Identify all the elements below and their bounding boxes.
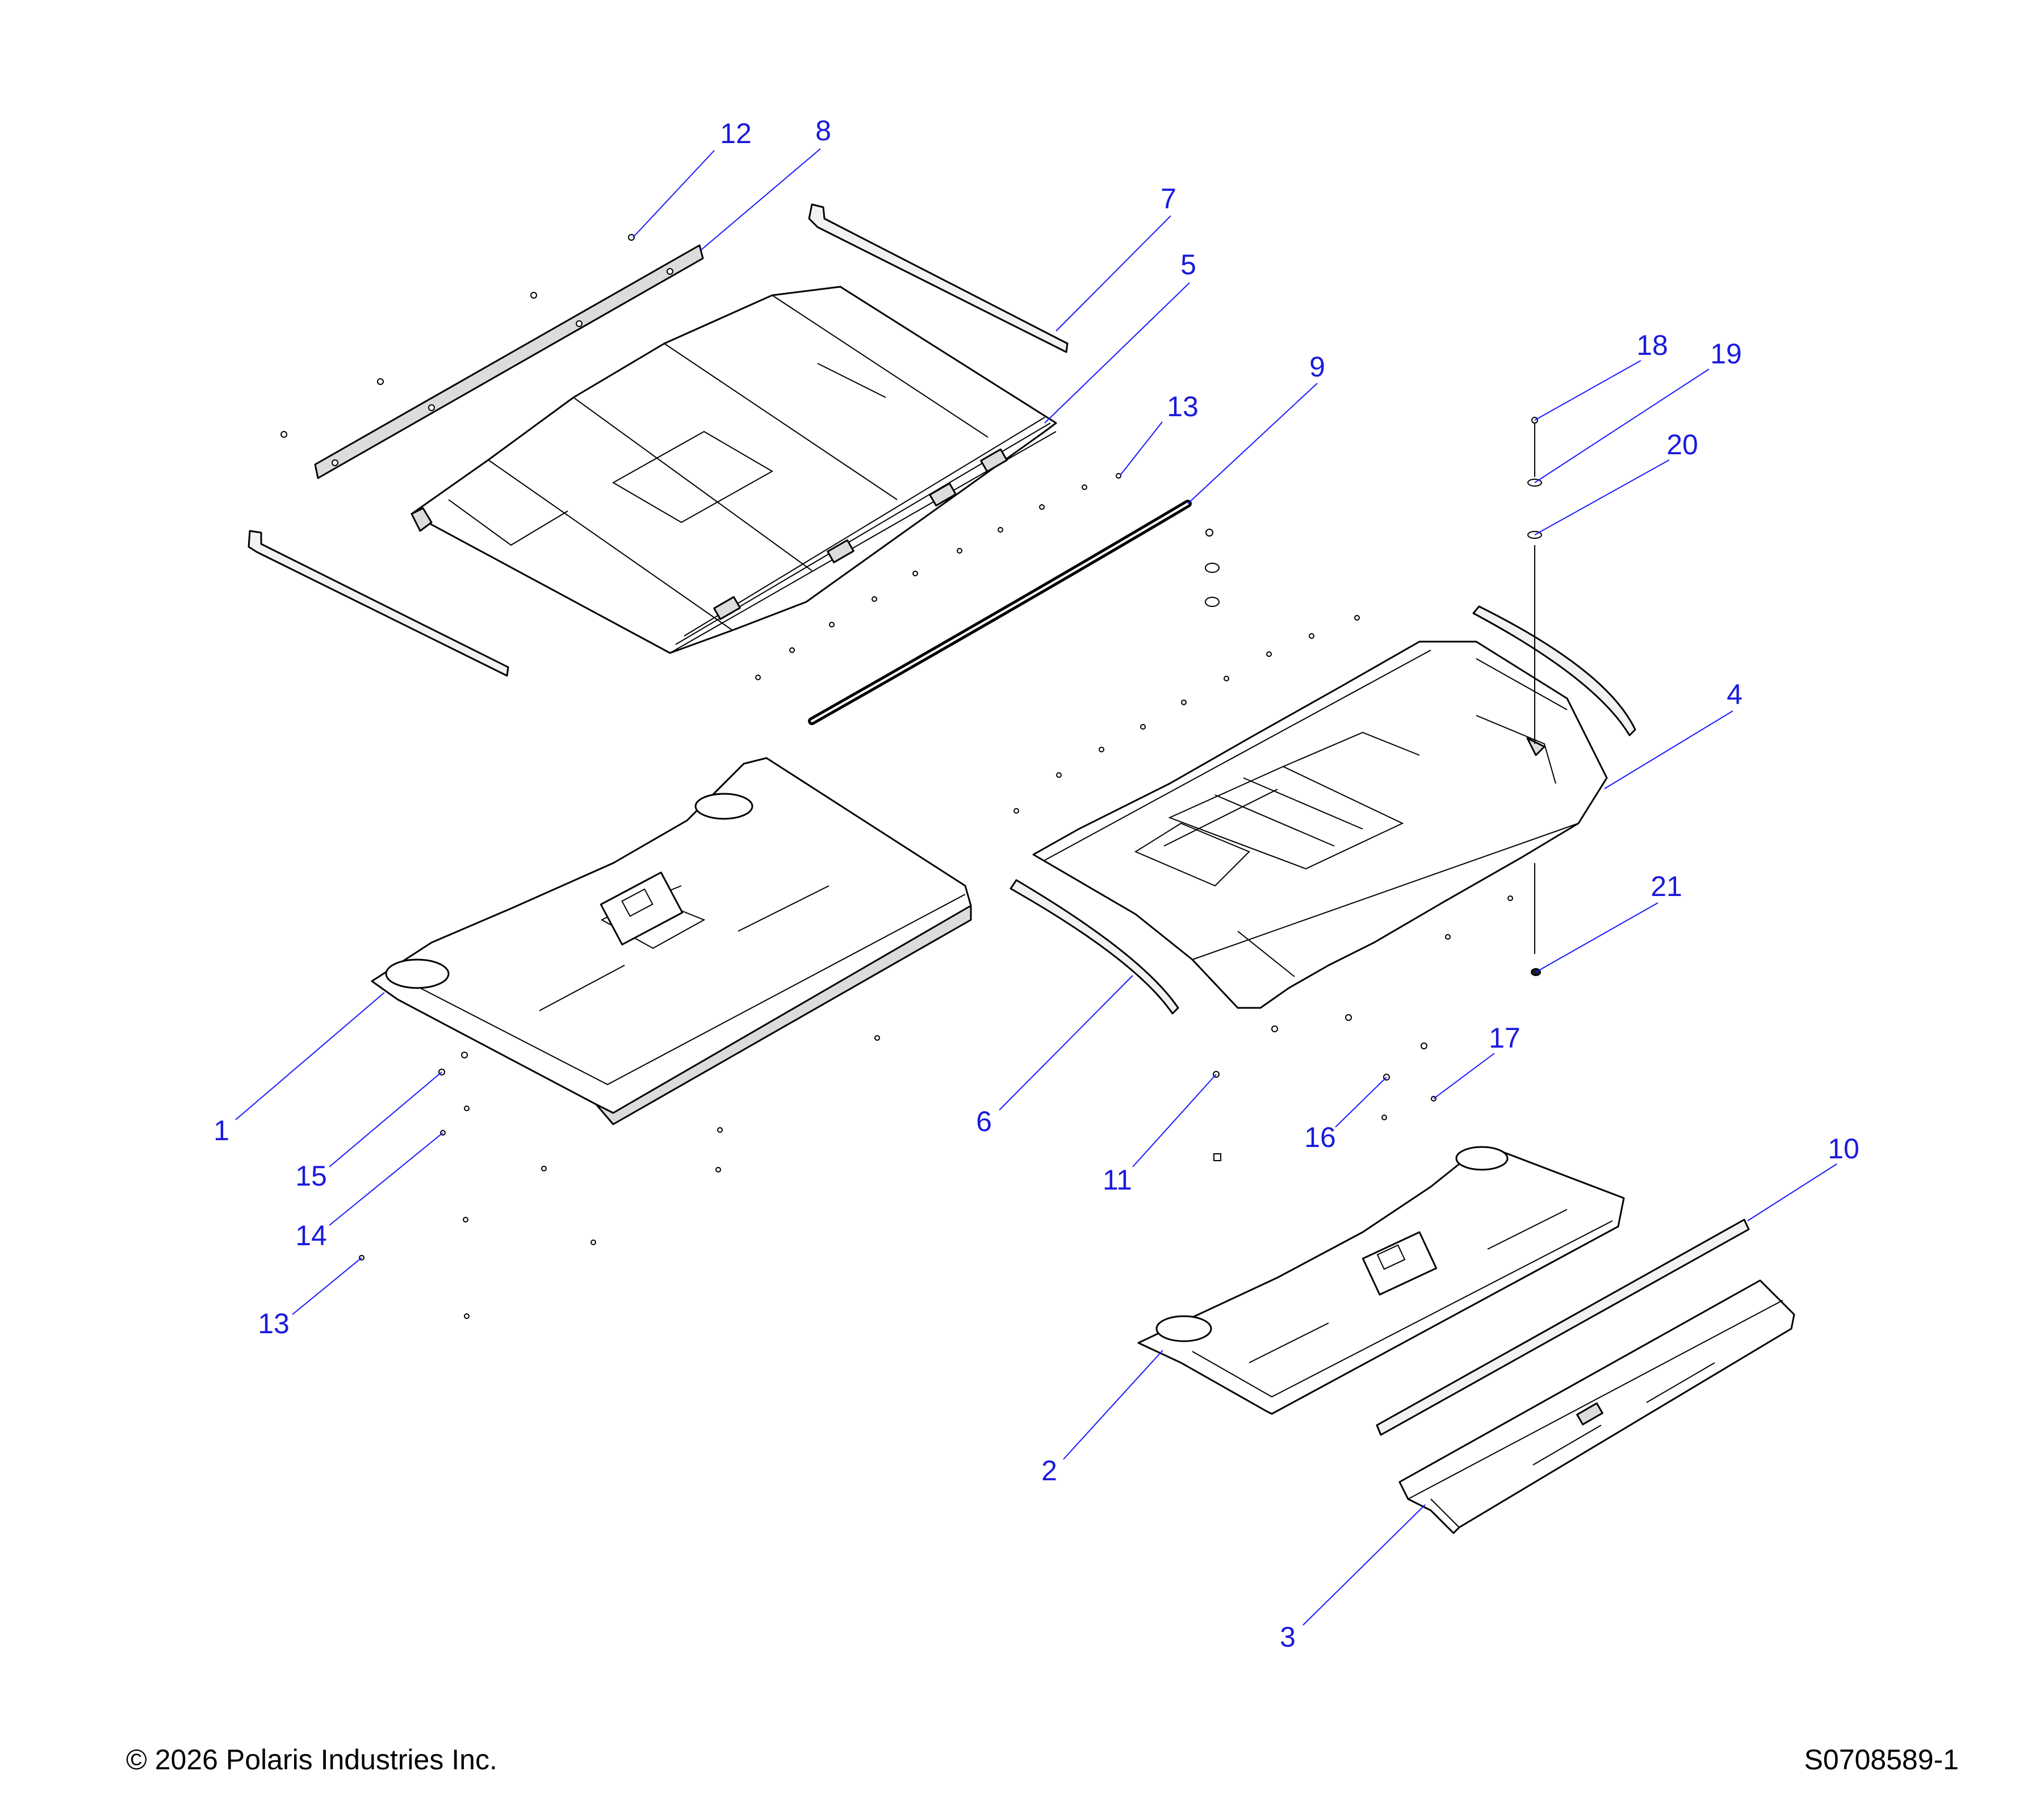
trim-panel-3 xyxy=(1398,1279,1795,1534)
callout-label-19: 19 xyxy=(1710,338,1742,370)
callout-leader-6 xyxy=(999,975,1133,1111)
callout-leader-7 xyxy=(1055,215,1171,332)
callout-leader-2 xyxy=(1063,1350,1163,1460)
callout-leader-14 xyxy=(329,1132,443,1226)
callout-label-15: 15 xyxy=(295,1160,327,1192)
callout-label-13: 13 xyxy=(258,1308,290,1339)
callout-label-16: 16 xyxy=(1304,1121,1336,1153)
fastener-set xyxy=(280,234,1542,1319)
callout-label-6: 6 xyxy=(976,1106,992,1137)
drawing-number: S0708589-1 xyxy=(1804,1744,1959,1776)
headliner-1 xyxy=(371,757,972,1125)
main-roof-4 xyxy=(1032,640,1608,1009)
callout-leader-5 xyxy=(1044,282,1190,424)
callout-leader-9 xyxy=(1187,383,1318,504)
callout-leader-16 xyxy=(1335,1077,1387,1128)
strip-10 xyxy=(1376,1219,1750,1436)
callout-layer: 12 8 7 5 13 9 18 19 20 4 21 17 16 11 6 10 2 3 1 15 14 13 xyxy=(213,115,1859,1653)
copyright-text: © 2026 Polaris Industries Inc. xyxy=(126,1744,497,1776)
callout-leader-21 xyxy=(1535,902,1658,973)
callout-leader-8 xyxy=(701,148,821,250)
callout-label-21: 21 xyxy=(1651,870,1682,902)
callout-leader-15 xyxy=(329,1071,442,1167)
callout-label-7: 7 xyxy=(1161,183,1176,215)
callout-leader-12 xyxy=(633,150,715,238)
callout-label-13: 13 xyxy=(1167,391,1199,422)
strip-6-right xyxy=(1472,605,1636,736)
callout-label-10: 10 xyxy=(1828,1133,1859,1165)
callout-label-14: 14 xyxy=(295,1220,327,1251)
callout-leader-10 xyxy=(1747,1163,1837,1221)
callout-leader-20 xyxy=(1534,459,1670,535)
callout-label-18: 18 xyxy=(1636,329,1668,361)
callout-leader-13 xyxy=(1120,421,1163,476)
callout-label-17: 17 xyxy=(1489,1022,1521,1054)
callout-leader-13 xyxy=(292,1257,362,1315)
callout-label-5: 5 xyxy=(1180,249,1196,280)
roof-panel-5 xyxy=(411,286,1057,654)
bar-left xyxy=(248,530,509,677)
callout-label-20: 20 xyxy=(1666,429,1698,460)
callout-label-8: 8 xyxy=(815,115,831,146)
callout-label-4: 4 xyxy=(1727,679,1743,710)
callout-leader-19 xyxy=(1534,369,1710,483)
side-rail-8 xyxy=(314,244,704,479)
seal-9 xyxy=(808,500,1192,725)
callout-leader-1 xyxy=(235,992,385,1120)
callout-label-9: 9 xyxy=(1309,351,1325,383)
callout-label-11: 11 xyxy=(1103,1164,1132,1196)
callout-leader-17 xyxy=(1433,1053,1495,1099)
callout-label-1: 1 xyxy=(213,1115,229,1146)
bar-7 xyxy=(808,203,1069,353)
strip-6 xyxy=(1010,879,1179,1015)
callout-label-3: 3 xyxy=(1280,1621,1296,1653)
headliner-2 xyxy=(1137,1146,1625,1415)
callout-label-12: 12 xyxy=(720,118,752,149)
callout-leader-3 xyxy=(1302,1504,1426,1626)
callout-label-2: 2 xyxy=(1041,1455,1057,1487)
callout-leader-4 xyxy=(1604,710,1733,789)
callout-leader-11 xyxy=(1132,1074,1217,1167)
callout-leader-18 xyxy=(1534,360,1641,421)
